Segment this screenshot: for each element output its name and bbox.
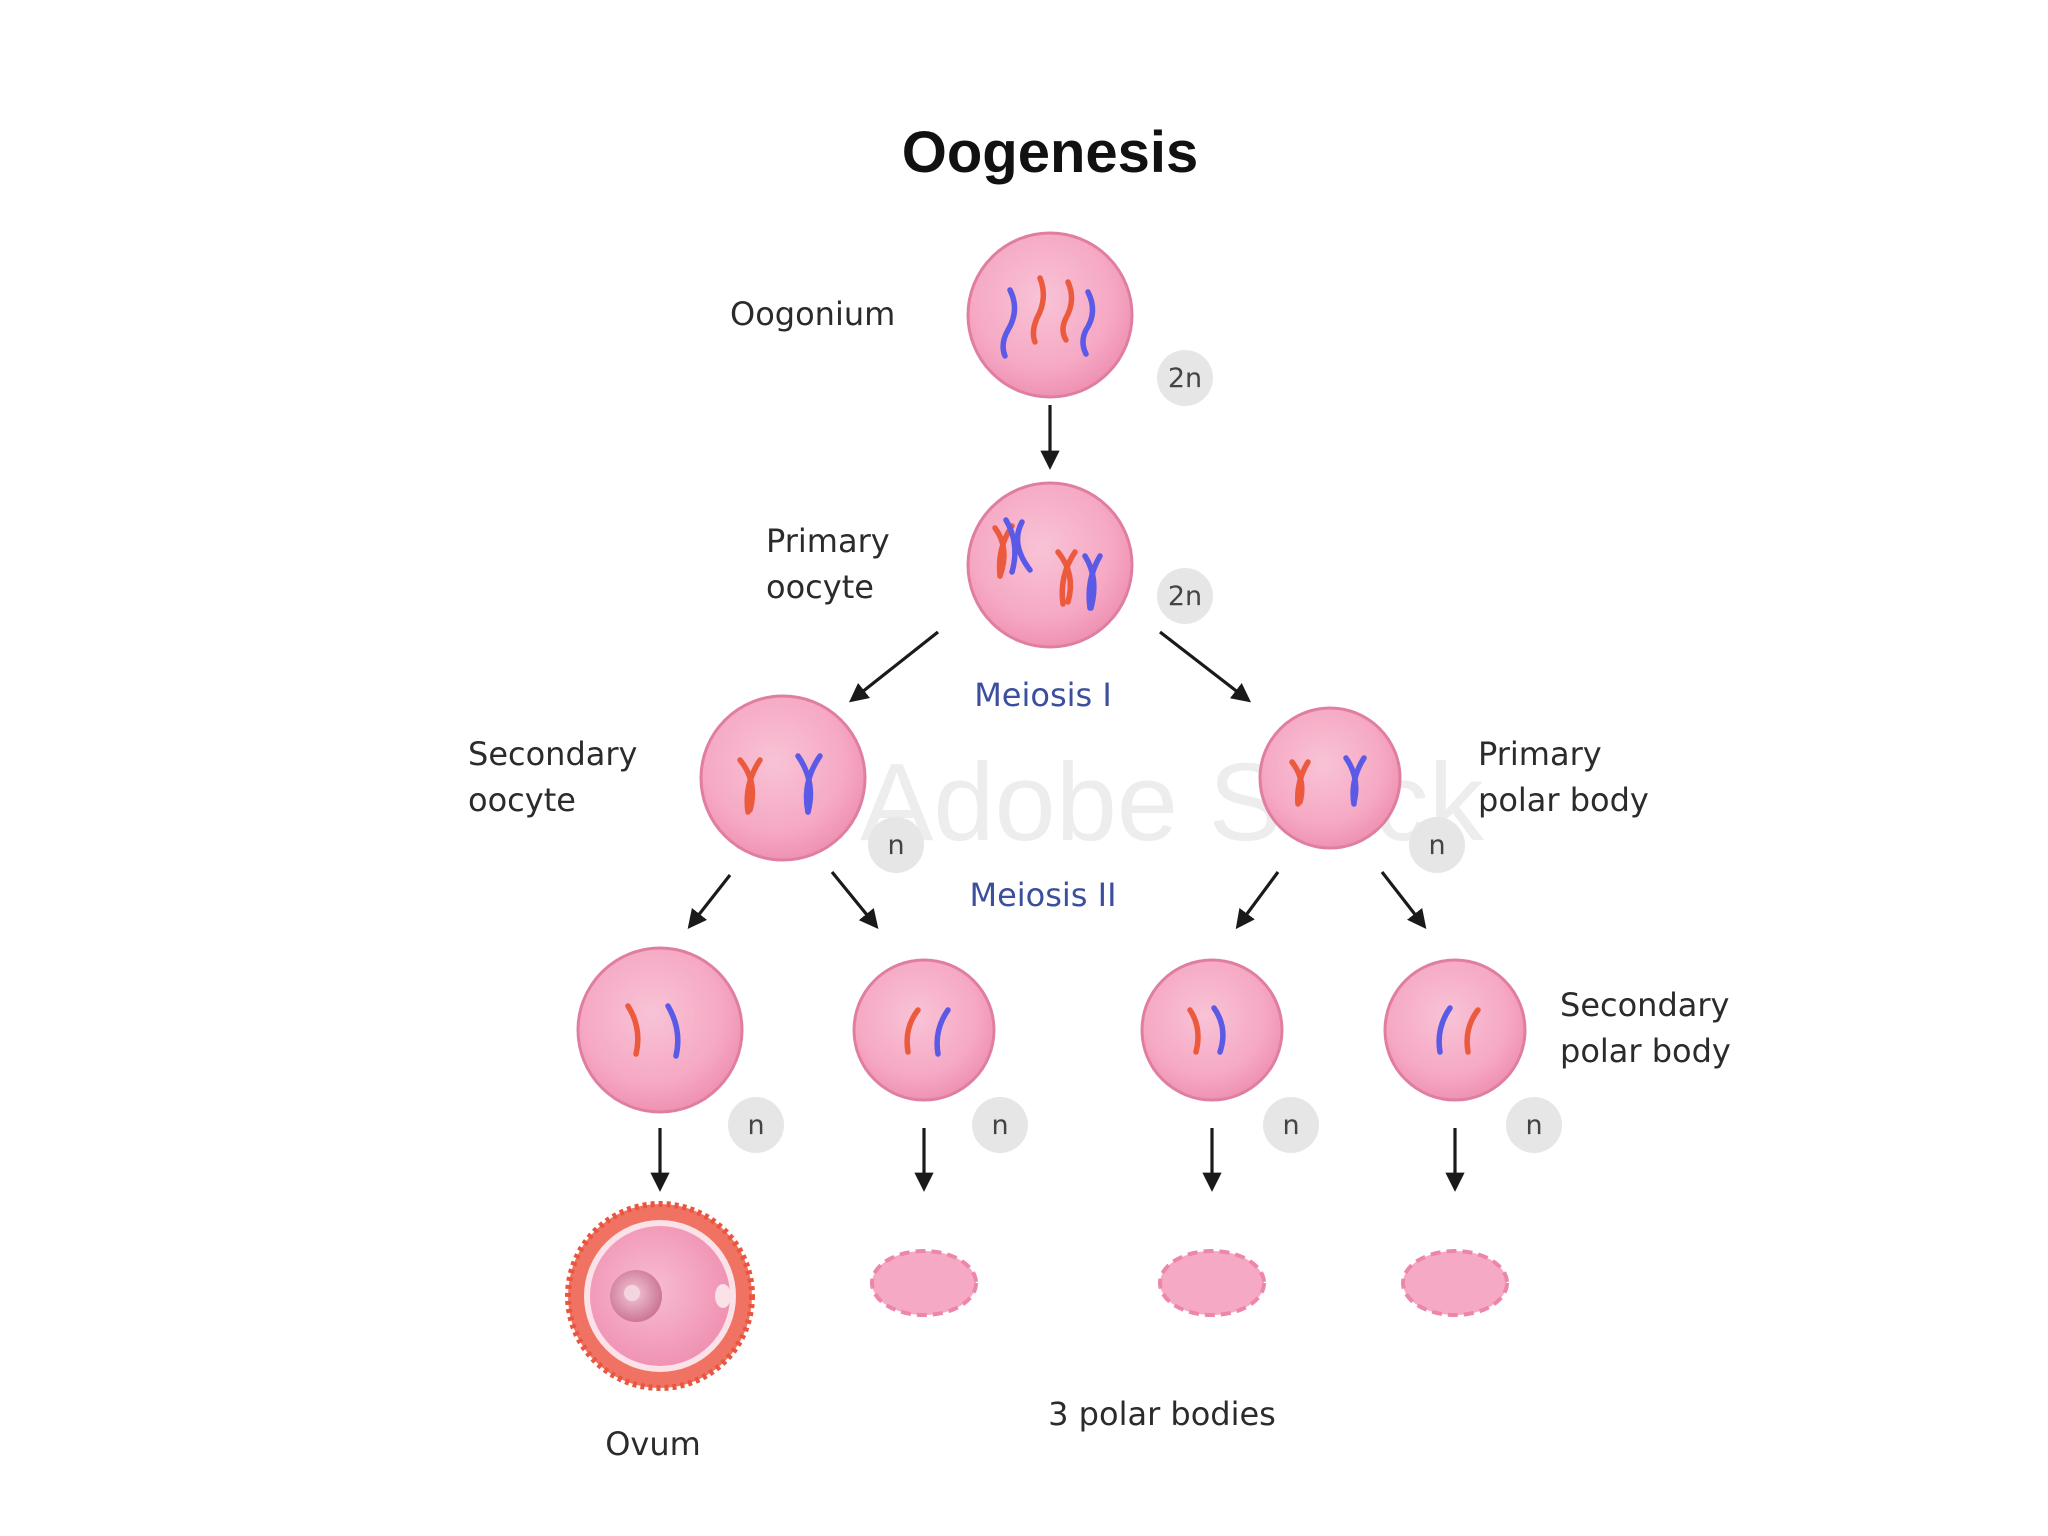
ploidy-badge-secondary-oocyte: n — [868, 817, 924, 873]
final-polar-body-3 — [1401, 1249, 1509, 1317]
ovum-cell — [565, 1201, 755, 1391]
arrow-primary-polar-right — [1380, 871, 1427, 930]
ploidy-badge-polar-body-3: n — [1506, 1097, 1562, 1153]
primary-oocyte-label-line2: oocyte — [766, 568, 874, 606]
secondary-polar-body-label-line2: polar body — [1560, 1032, 1731, 1070]
arrow-primary-to-polar-body — [1159, 630, 1252, 703]
ploidy-secondary-oocyte: n — [887, 830, 904, 861]
oogonium-label: Oogonium — [730, 295, 895, 333]
secondary-oocyte-label-line2: oocyte — [468, 781, 576, 819]
ploidy-primary-polar-body: n — [1428, 830, 1445, 861]
meiosis-2-label: Meiosis II — [969, 876, 1116, 914]
arrow-primary-polar-left — [1235, 871, 1280, 930]
secondary-oocyte-label-line1: Secondary — [468, 735, 637, 773]
primary-oocyte-cell — [966, 481, 1134, 649]
polar-body-2-cell — [1140, 958, 1284, 1102]
meiosis-1-label: Meiosis I — [974, 676, 1112, 714]
ploidy-polar-body-1: n — [991, 1110, 1008, 1141]
final-polar-body-2 — [1158, 1249, 1266, 1317]
ploidy-polar-body-3: n — [1525, 1110, 1542, 1141]
ploidy-oogonium: 2n — [1168, 363, 1202, 394]
ploidy-ootid: n — [747, 1110, 764, 1141]
polar-body-1-cell — [852, 958, 996, 1102]
ploidy-polar-body-2: n — [1282, 1110, 1299, 1141]
final-polar-body-1 — [870, 1249, 978, 1317]
arrow-secondary-oocyte-right — [830, 870, 879, 929]
ploidy-badge-oogonium: 2n — [1157, 350, 1213, 406]
ploidy-badge-primary-oocyte: 2n — [1157, 568, 1213, 624]
diagram-title: Oogenesis — [902, 120, 1199, 185]
ploidy-primary-oocyte: 2n — [1168, 581, 1202, 612]
primary-polar-body-label-line1: Primary — [1478, 735, 1602, 773]
oogonium-cell — [966, 231, 1134, 399]
ploidy-badge-ootid: n — [728, 1097, 784, 1153]
secondary-polar-body-label-line1: Secondary — [1560, 986, 1729, 1024]
ploidy-badge-primary-polar-body: n — [1409, 817, 1465, 873]
ovum-label: Ovum — [605, 1425, 701, 1463]
arrow-secondary-oocyte-left — [687, 874, 732, 930]
primary-polar-body-cell — [1258, 706, 1402, 850]
polar-bodies-label: 3 polar bodies — [1048, 1395, 1276, 1433]
primary-polar-body-label-line2: polar body — [1478, 781, 1649, 819]
primary-oocyte-label-line1: Primary — [766, 522, 890, 560]
secondary-oocyte-cell — [699, 694, 867, 862]
ploidy-badge-polar-body-2: n — [1263, 1097, 1319, 1153]
ploidy-badge-polar-body-1: n — [972, 1097, 1028, 1153]
polar-body-3-cell — [1383, 958, 1527, 1102]
arrow-primary-to-secondary-oocyte — [848, 630, 939, 703]
ootid-cell — [576, 946, 744, 1114]
